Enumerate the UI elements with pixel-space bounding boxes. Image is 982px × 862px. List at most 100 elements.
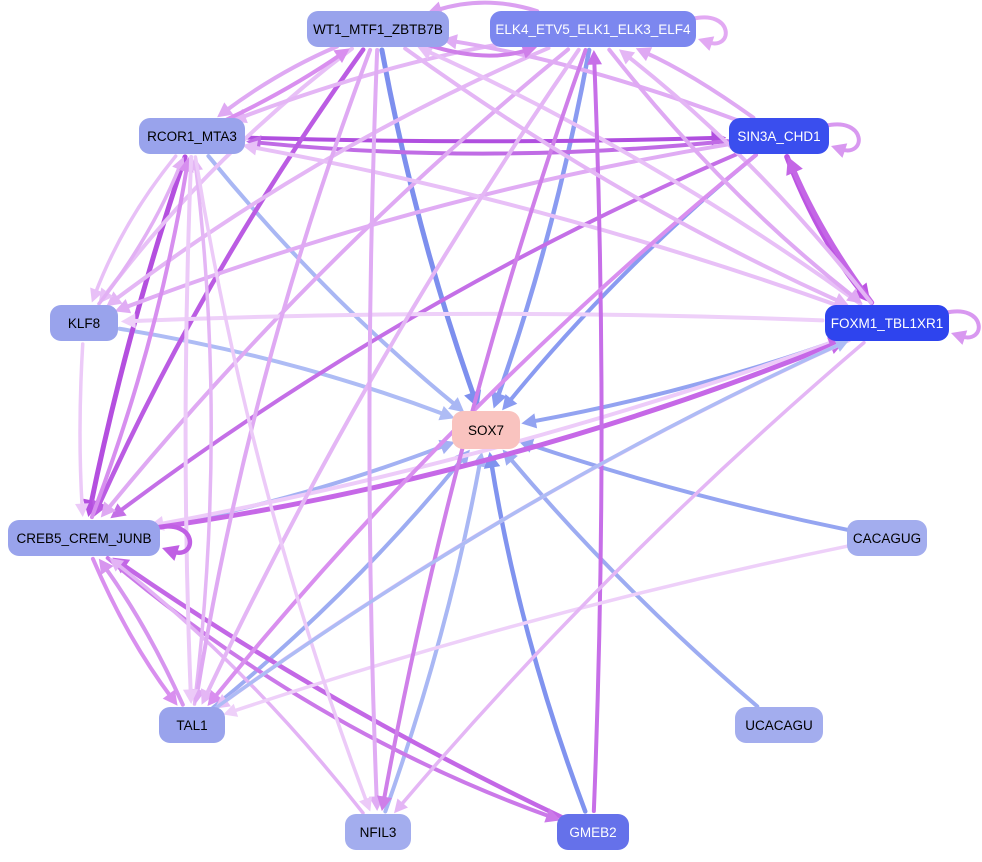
node-label: NFIL3 (359, 824, 397, 840)
arrowhead-elk4-creb5 (100, 501, 116, 518)
edge-klf8-rcor1 (97, 163, 182, 306)
edge-foxm1-foxm1 (943, 309, 981, 340)
arrowhead-foxm1-sin3a (786, 156, 803, 176)
edge-wt1-elk4 (425, 42, 530, 58)
arrowhead-tal1-creb5 (98, 558, 114, 575)
edge-elk4-sox7 (495, 47, 592, 401)
edge-foxm1-elk4 (624, 53, 874, 305)
edge-rcor1-creb5 (88, 154, 188, 508)
node-ucacagu[interactable]: UCACAGU (735, 707, 823, 743)
edge-foxm1-nfil3 (398, 340, 866, 808)
node-label: CACAGUG (852, 530, 922, 546)
edge-creb5-creb5 (153, 524, 193, 555)
arrowhead-foxm1-elk4 (618, 49, 636, 65)
edge-gmeb2-creb5 (119, 561, 567, 821)
edge-rcor1-wt1 (224, 52, 344, 122)
arrowhead-elk4-klf8 (106, 291, 123, 307)
node-label: FOXM1_TBL1XR1 (830, 315, 944, 331)
edge-elk4-rcor1 (239, 40, 514, 120)
edge-sin3a-klf8 (122, 142, 733, 310)
edge-foxm1-wt1 (424, 48, 863, 306)
node-label: GMEB2 (569, 824, 617, 840)
node-label: CREB5_CREM_JUNB (16, 530, 152, 546)
edge-klf8-sox7 (117, 326, 448, 417)
node-label: KLF8 (67, 315, 101, 331)
node-nfil3[interactable]: NFIL3 (345, 814, 411, 850)
edge-nfil3-creb5 (114, 561, 365, 815)
edge-tal1-creb5 (102, 564, 185, 707)
node-tal1[interactable]: TAL1 (159, 707, 225, 743)
edge-creb5-rcor1 (89, 165, 189, 520)
arrowhead-creb5-tal1 (162, 689, 178, 706)
arrowhead-klf8-sox7 (438, 405, 455, 421)
arrowhead-foxm1-nfil3 (394, 798, 408, 814)
edge-nfil3-sox7 (383, 459, 483, 814)
arrowhead-rcor1-klf8 (90, 287, 104, 303)
node-label: RCOR1_MTA3 (147, 128, 237, 144)
edge-foxm1-sox7 (529, 336, 846, 424)
arrowhead-wt1-rcor1 (217, 102, 234, 118)
edge-rcor1-klf8 (93, 154, 178, 296)
arrowhead-sin3a-sin3a (831, 143, 848, 158)
arrowhead-rcor1-wt1 (333, 48, 350, 63)
node-klf8[interactable]: KLF8 (50, 305, 118, 341)
edge-wt1-foxm1 (403, 46, 842, 304)
node-sox7-target[interactable]: SOX7 (452, 411, 520, 449)
edge-elk4-elk4 (690, 15, 728, 46)
node-label: TAL1 (176, 717, 208, 733)
edge-wt1-klf8 (102, 46, 354, 298)
edge-tal1-sox7 (210, 455, 466, 710)
arrowhead-wt1-foxm1 (832, 292, 850, 307)
arrowhead-elk4-tal1 (200, 688, 215, 705)
arrowhead-sin3a-sox7 (502, 394, 518, 411)
node-sin3a-chd1[interactable]: SIN3A_CHD1 (729, 118, 829, 154)
edge-rcor1-sin3a (245, 135, 718, 144)
arrowhead-rcor1-tal1 (182, 689, 199, 705)
edge-gmeb2-elk4 (591, 58, 604, 814)
arrowhead-cacagug-tal1 (223, 703, 239, 717)
edge-wt1-nfil3 (367, 47, 380, 803)
node-label: SOX7 (467, 422, 505, 438)
edge-elk4-foxm1 (607, 47, 857, 300)
arrowhead-foxm1-rcor1 (242, 140, 258, 156)
node-rcor1-mta3[interactable]: RCOR1_MTA3 (139, 118, 245, 154)
arrowhead-tal1-foxm1 (834, 339, 850, 352)
arrowhead-sin3a-wt1 (442, 34, 458, 50)
edge-wt1-tal1 (195, 47, 373, 697)
edge-wt1-sox7 (379, 47, 477, 400)
arrowhead-nfil3-creb5 (109, 557, 125, 572)
arrowhead-creb5-gmeb2 (544, 808, 561, 823)
arrowhead-elk4-sox7 (491, 390, 507, 409)
edge-elk4-creb5 (105, 47, 571, 512)
node-label: SIN3A_CHD1 (737, 128, 821, 144)
edge-sin3a-sin3a (823, 122, 861, 153)
arrowhead-rcor1-nfil3 (359, 796, 372, 812)
arrowhead-wt1-elk4 (520, 44, 538, 59)
edge-foxm1-tal1 (220, 338, 852, 705)
node-foxm1-tbl1xr1[interactable]: FOXM1_TBL1XR1 (825, 305, 949, 341)
node-cacagug[interactable]: CACAGUG (847, 520, 927, 556)
edge-cacagug-sox7 (525, 442, 850, 532)
arrowhead-klf8-creb5 (75, 503, 89, 518)
edge-klf8-creb5 (78, 342, 85, 510)
edge-cacagug-tal1 (230, 544, 850, 714)
edge-tal1-foxm1 (212, 342, 843, 711)
node-label: ELK4_ETV5_ELK1_ELK3_ELF4 (495, 21, 691, 37)
node-wt1-mtf1-zbtb7b[interactable]: WT1_MTF1_ZBTB7B (307, 11, 449, 47)
node-creb5-crem-junb[interactable]: CREB5_CREM_JUNB (8, 520, 160, 556)
arrowhead-sin3a-tal1 (207, 689, 223, 707)
arrowhead-sin3a-klf8 (114, 299, 132, 314)
arrowhead-creb5-creb5 (162, 545, 180, 561)
edge-wt1-rcor1 (223, 44, 339, 114)
arrowhead-foxm1-sox7 (521, 413, 538, 429)
node-label: UCACAGU (745, 717, 813, 733)
node-elk4-etv5-elk1-elk3-elf4[interactable]: ELK4_ETV5_ELK1_ELK3_ELF4 (490, 11, 696, 47)
edge-foxm1-klf8 (129, 311, 825, 324)
arrowhead-elk4-foxm1 (846, 288, 863, 304)
edge-elk4-wt1 (434, 0, 540, 14)
arrowhead-elk4-nfil3 (377, 795, 392, 812)
node-gmeb2[interactable]: GMEB2 (557, 814, 629, 850)
edge-rcor1-tal1 (183, 154, 194, 696)
